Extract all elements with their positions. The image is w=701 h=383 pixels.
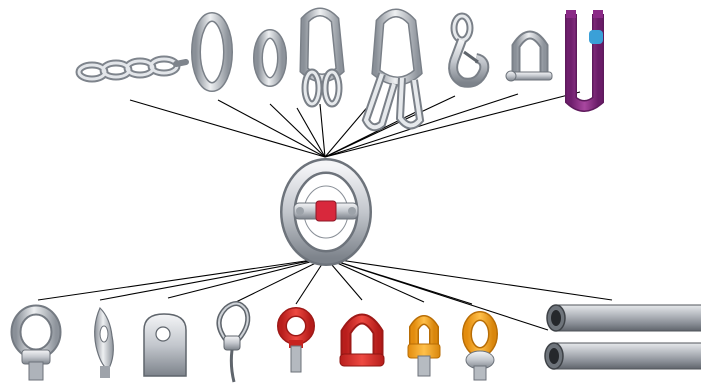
lifting-lug-plate-icon: [144, 314, 186, 376]
safety-hook-icon: [453, 16, 484, 83]
bottom-connector-lines: [38, 258, 612, 330]
connector-line: [100, 258, 326, 300]
connecting-link-icon: [288, 166, 364, 258]
double-master-link-assembly-icon: [366, 13, 420, 127]
orange-lifting-point-icon: [408, 320, 440, 376]
connector-line: [326, 258, 424, 302]
red-eye-bolt-icon: [282, 312, 310, 372]
round-sling-icon: [566, 10, 603, 106]
connector-line: [326, 258, 612, 300]
wire-rope-thimble-eye-icon: [219, 303, 248, 382]
small-oval-link-icon: [258, 34, 282, 82]
steel-tube-icon: [545, 343, 701, 369]
swivel-eye-bolt-icon: [16, 310, 56, 380]
connector-line: [325, 92, 580, 157]
master-link-assembly-icon: [304, 12, 340, 104]
steel-tube-icon: [547, 305, 701, 331]
oval-master-link-icon: [196, 17, 228, 87]
orange-rotating-eye-bolt-icon: [466, 316, 494, 380]
red-d-ring-icon: [340, 319, 384, 366]
bow-shackle-icon: [506, 35, 552, 81]
chain-icon: [79, 59, 186, 79]
connector-line: [325, 104, 370, 157]
swivel-lifting-point-icon: [95, 308, 114, 378]
top-connector-lines: [130, 92, 580, 157]
